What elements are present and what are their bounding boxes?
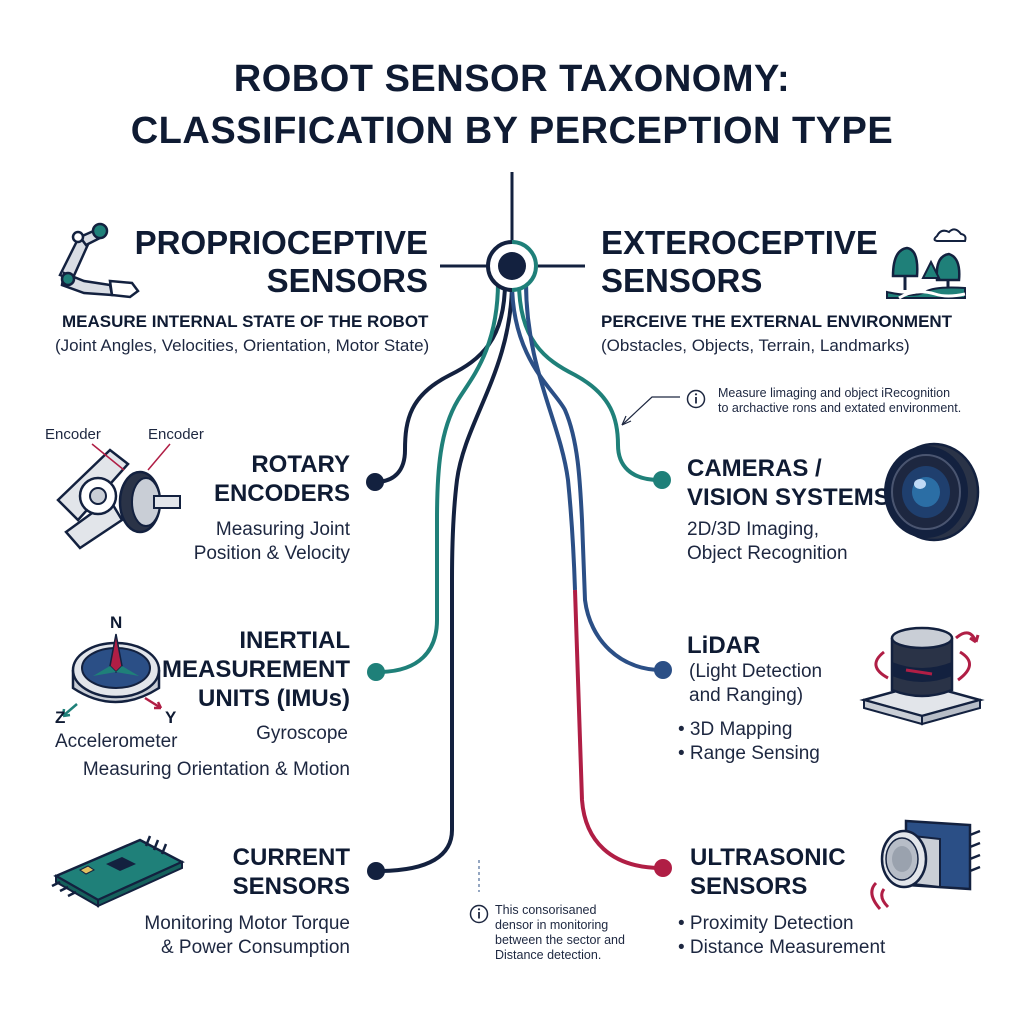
lidar-name-line1: LiDAR [687,632,761,659]
cameras-desc-line2: Object Recognition [687,543,848,564]
imu-name-line1: INERTIAL [239,627,350,654]
rotary-encoders-name-line1: ROTARY [251,451,350,478]
landscape-icon [886,228,967,300]
info-icon [686,389,706,409]
encoder-label-right: Encoder [148,426,204,443]
encoder-icon [56,443,181,550]
ultrasonic-bullet-1: • Proximity Detection [678,913,854,934]
info-icon-bottom [469,904,489,924]
cameras-name-line1: CAMERAS / [687,455,822,482]
exteroceptive-note-line2: to archactive rons and extated environme… [718,401,962,415]
ultrasonic-name-line2: SENSORS [690,873,808,900]
camera-lens-icon [884,442,980,542]
compass-label-z: Z [55,708,66,727]
cameras-desc-line1: 2D/3D Imaging, [687,519,820,540]
imu-desc-line2: Measuring Orientation & Motion [82,759,350,780]
circuit-board-icon [51,835,185,908]
rotary-encoders-name-line2: ENCODERS [213,480,350,507]
ultrasonic-icon [870,819,981,910]
rotary-encoders-desc-line2: Position & Velocity [193,543,350,564]
current-sensors-desc-line1: Monitoring Motor Torque [144,913,350,934]
exteroceptive-title-line2: SENSORS [601,262,763,299]
compass-label-n: N [110,613,123,632]
proprioceptive-title-line1: PROPRIOCEPTIVE [134,224,428,261]
current-sensors-name-line1: CURRENT [232,844,350,871]
lidar-bullet-2: • Range Sensing [678,743,820,764]
proprioceptive-title-line2: SENSORS [266,262,428,299]
lidar-name-line3: and Ranging) [689,685,804,706]
compass-icon [61,633,163,718]
proprioceptive-description: (Joint Angles, Velocities, Orientation, … [55,336,430,355]
ultrasonic-bullet-2: • Distance Measurement [678,937,886,958]
cameras-name-line2: VISION SYSTEMS [687,484,890,511]
imu-desc-gyroscope: Gyroscope [256,723,348,744]
lidar-bullet-1: • 3D Mapping [678,719,793,740]
compass-label-y: Y [165,708,177,727]
lidar-name-line2: (Light Detection [689,661,823,682]
compass-label-accelerometer: Accelerometer [55,731,178,752]
bottom-note-line4: Distance detection. [495,948,602,962]
bottom-note-line2: densor in monitoring [495,918,609,932]
current-sensors-desc-line2: & Power Consumption [160,937,350,958]
imu-name-line2: MEASUREMENT [161,656,350,683]
encoder-label-left: Encoder [45,426,101,443]
ultrasonic-name-line1: ULTRASONIC [690,844,846,871]
imu-name-line3: UNITS (IMUs) [198,685,350,712]
exteroceptive-description: (Obstacles, Objects, Terrain, Landmarks) [601,336,910,355]
bottom-note-line1: This consorisaned [495,903,597,917]
page-title-line2: CLASSIFICATION BY PERCEPTION TYPE [130,110,894,152]
robot-arm-icon [58,222,140,299]
lidar-icon [859,626,985,726]
bottom-note-line3: between the sector and [495,933,625,947]
exteroceptive-subtitle: PERCEIVE THE EXTERNAL ENVIRONMENT [601,312,953,331]
proprioceptive-subtitle: MEASURE INTERNAL STATE OF THE ROBOT [62,312,429,331]
rotary-encoders-desc-line1: Measuring Joint [215,519,350,540]
exteroceptive-title-line1: EXTEROCEPTIVE [601,224,878,261]
page-title-line1: ROBOT SENSOR TAXONOMY: [233,58,791,100]
exteroceptive-note-line1: Measure limaging and object iRecognition [718,386,951,400]
current-sensors-name-line2: SENSORS [232,873,350,900]
